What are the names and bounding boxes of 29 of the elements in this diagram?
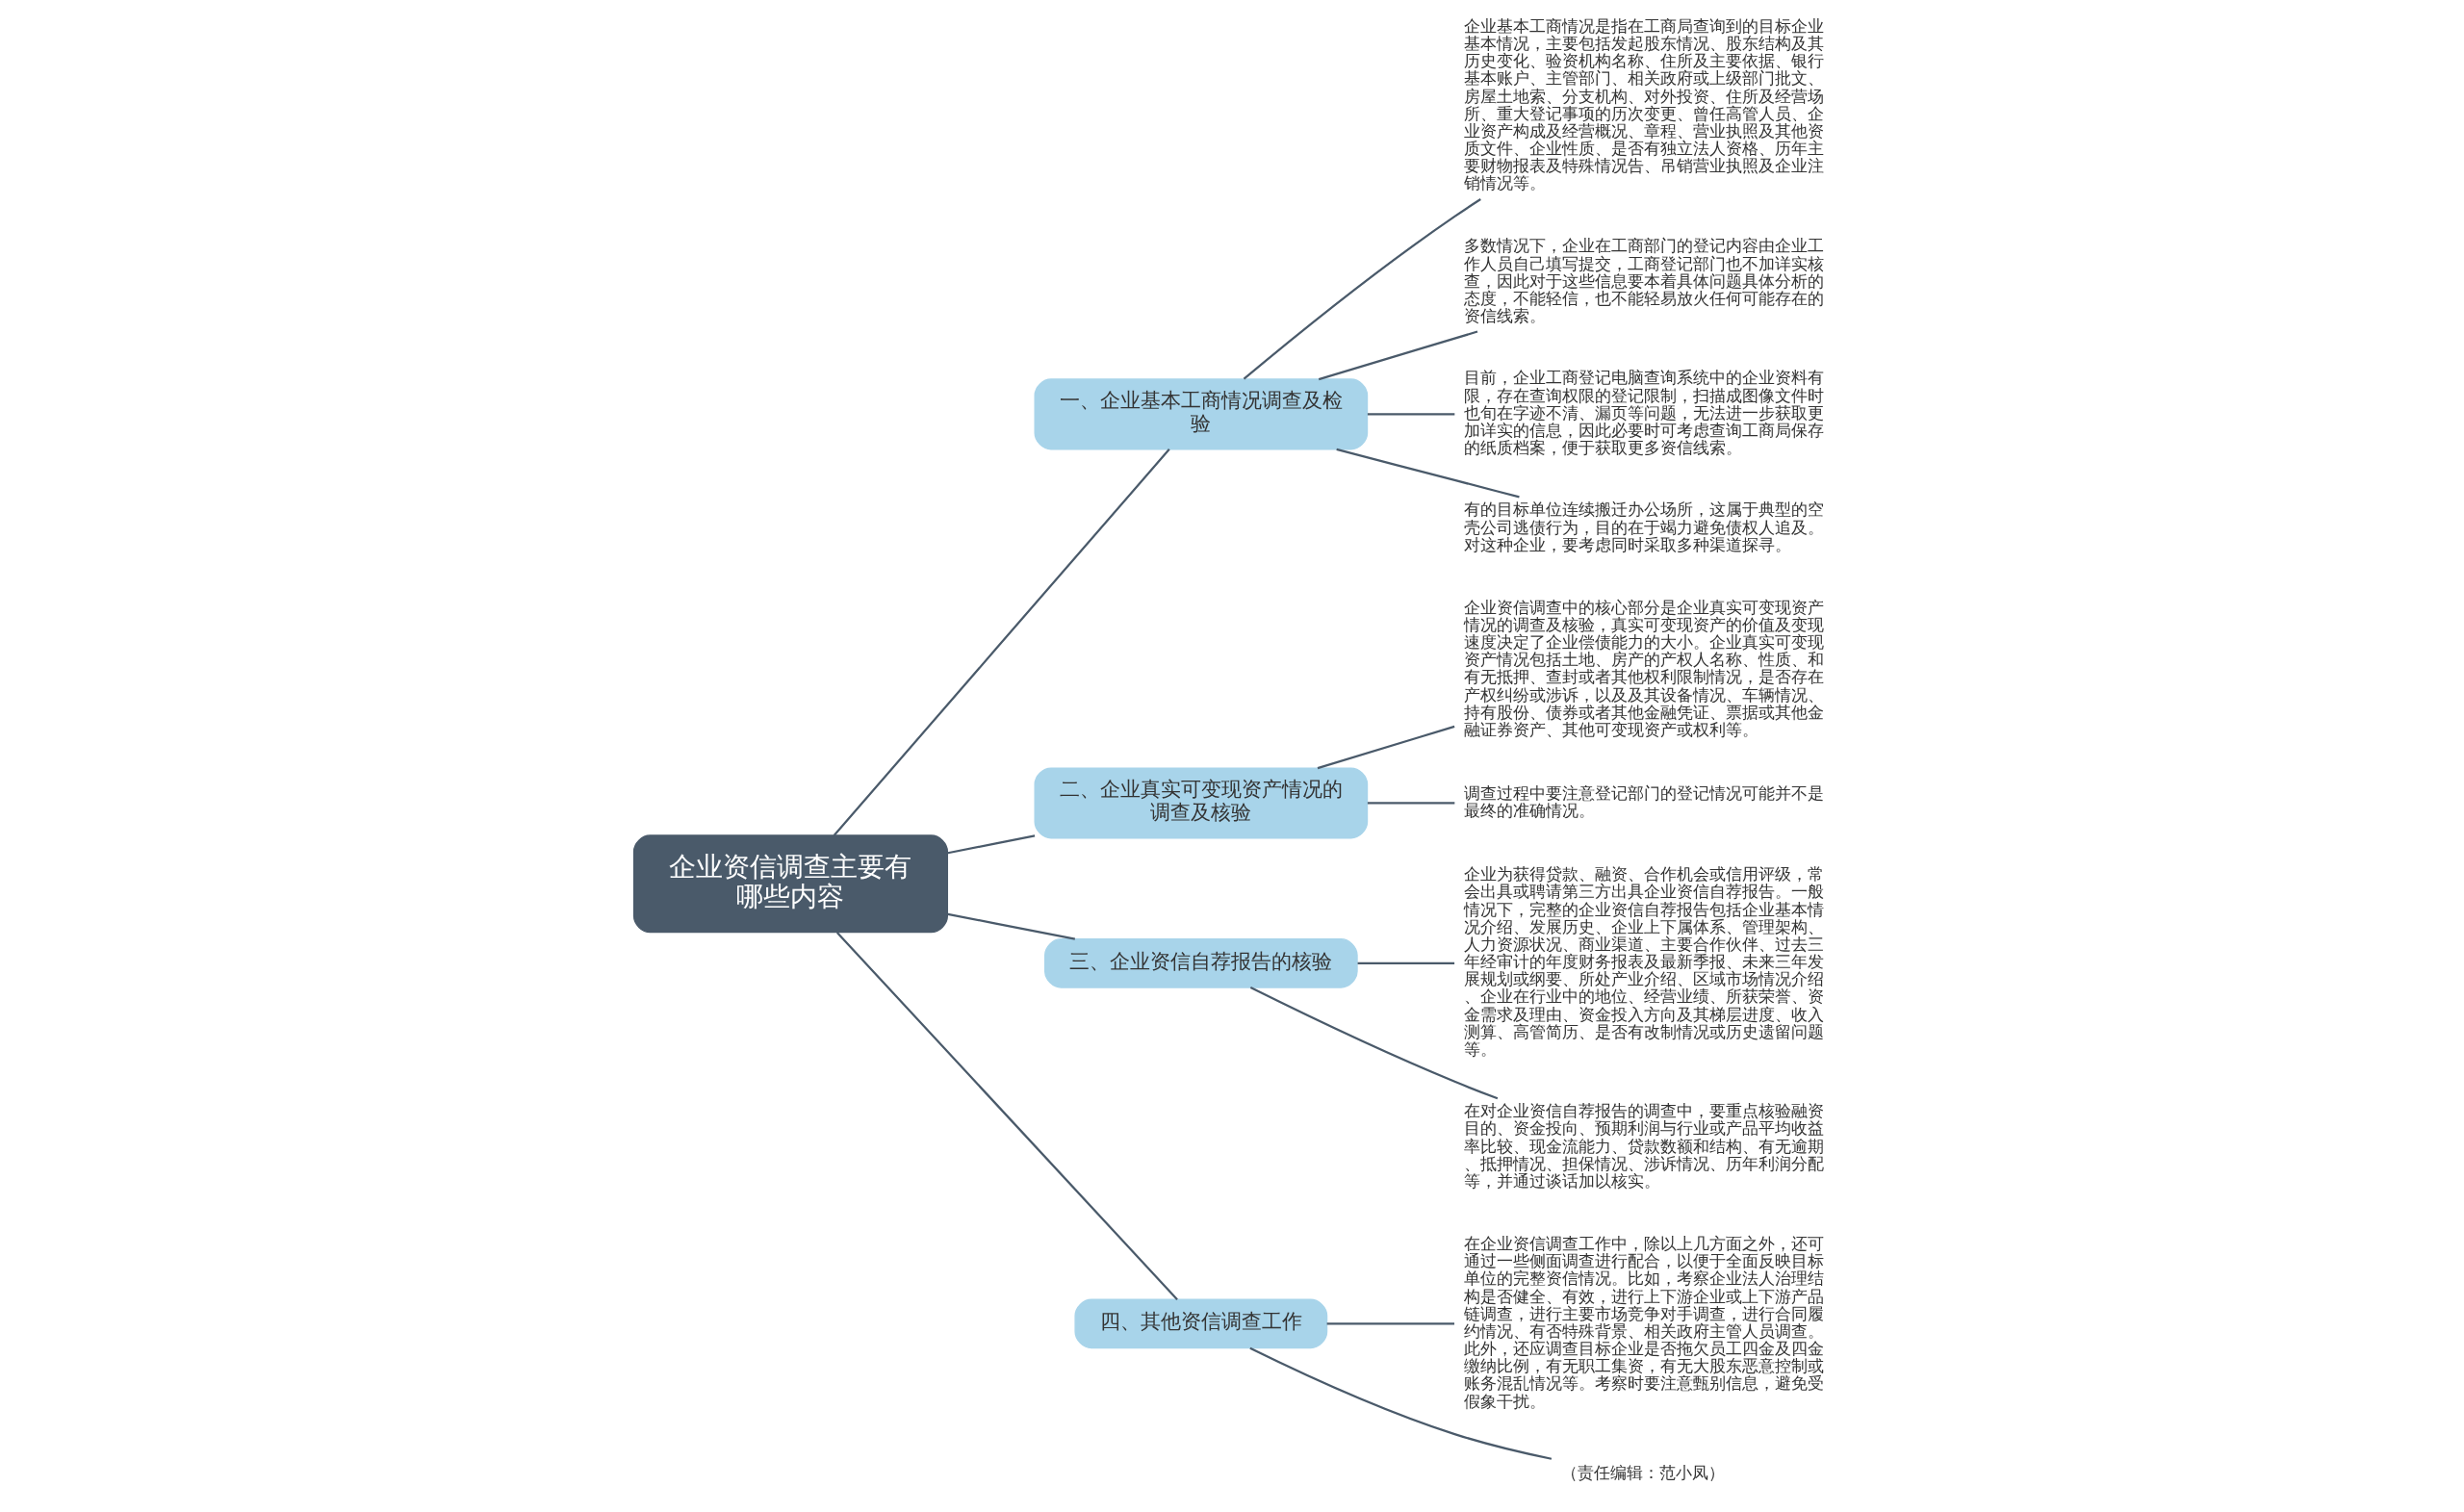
node-box: 企业资信调查主要有哪些内容 <box>632 834 949 934</box>
node-box: 一、企业基本工商情况调查及检验 <box>1034 378 1369 450</box>
node-text: 企业为获得贷款、融资、合作机会或信用评级，常会出具或聘请第三方出具企业资信自荐报告。一般情况下，完整的企业资信自荐报告包括企业基本情况介绍、发展历史、企业上下属体系、管理架构、人力资源状况、商业渠道、主要合作伙伴、过去三年经审计的年度财务报表及最新季报、未来三年发展规划或纲要、所处产业介绍、区域市场情况介绍、企业在行业中的地位、经营业绩、所获荣誉、资金需求及理由、资金投入方向及其梯层进度、收入测算、高管简历、是否有改制情况或历史遗留问题等。 <box>1464 864 1825 1059</box>
connector <box>947 834 1036 855</box>
connector <box>1367 802 1455 805</box>
node-box: 三、企业资信自荐报告的核验 <box>1044 937 1358 988</box>
node-text: 调查过程中要注意登记部门的登记情况可能并不是最终的准确情况。 <box>1464 782 1825 820</box>
node-text: （责任编辑：范小凤） <box>1560 1463 1725 1483</box>
connector <box>1317 725 1455 770</box>
node-text: 企业基本工商情况是指在工商局查询到的目标企业基本情况，主要包括发起股东情况、股东结构及其历史变化、验资机构名称、住所及主要依据、银行基本账户、主管部门、相关政府或上级部门批文、房屋土地索、分支机构、对外投资、住所及经营场所、重大登记事项的历次变更、曾任高管人员、企业资产构成及经营概况、章程、营业执照及其他资质文件、企业性质、是否有独立法人资格、历年主要财物报表及特殊情况告、吊销营业执照及企业注销情况等。 <box>1464 15 1825 193</box>
node-text: 目前，企业工商登记电脑查询系统中的企业资料有限，存在查询权限的登记限制，扫描成图像文件时也旬在字迹不清、漏页等问题，无法进一步获取更加详实的信息，因此必要时可考虑查询工商局保存的纸质档案，便于获取更多资信线索。 <box>1464 368 1825 458</box>
node-text: 在企业资信调查工作中，除以上几方面之外，还可通过一些侧面调查进行配合，以便于全面反映目标单位的完整资信情况。比如，考察企业法人治理结构是否健全、有效，进行上下游企业或上下游产品链调查，进行主要市场竞争对手调查，进行合同履约情况、有否特殊背景、相关政府主管人员调查。此外，还应调查目标企业是否拖欠员工四金及四金缴纳比例，有无职工集资，有无大股东恶意控制或账务混乱情况等。考察时要注意甄别信息，避免受假象干扰。 <box>1464 1234 1825 1411</box>
connector <box>833 448 1170 836</box>
connector <box>947 912 1076 940</box>
connector <box>835 932 1178 1301</box>
connector <box>1318 330 1478 381</box>
connector <box>1249 1346 1553 1460</box>
node-text: 企业资信调查中的核心部分是企业真实可变现资产情况的调查及核验，真实可变现资产的价值及变现速度决定了企业偿债能力的大小。企业真实可变现资产情况包括土地、房产的产权人名称、性质、和有无抵押、查封或者其他权利限制情况，是否存在产权纠纷或涉诉，以及及其设备情况、车辆情况、持有股份、债券或者其他金融凭证、票据或其他金融证券资产、其他可变现资产或权利等。 <box>1464 597 1825 739</box>
node-box: 四、其他资信调查工作 <box>1074 1298 1328 1349</box>
connector <box>1326 1322 1455 1325</box>
node-text: 有的目标单位连续搬迁办公场所，这属于典型的空壳公司逃债行为，目的在于竭力避免债权人追及。对这种企业，要考虑同时采取多种渠道探寻。 <box>1464 500 1825 554</box>
connector <box>1367 413 1455 416</box>
node-box: 二、企业真实可变现资产情况的调查及核验 <box>1034 767 1369 839</box>
node-text: 在对企业资信自荐报告的调查中，要重点核验融资目的、资金投向、预期利润与行业或产品平均收益率比较、现金流能力、贷款数额和结构、有无逾期、抵押情况、担保情况、涉诉情况、历年利润分配等，并通过谈话加以核实。 <box>1464 1101 1825 1191</box>
connector <box>1243 198 1481 380</box>
connector <box>1249 987 1499 1100</box>
node-text: 多数情况下，企业在工商部门的登记内容由企业工作人员自己填写提交，工商登记部门也不加详实核查，因此对于这些信息要本着具体问题具体分析的态度，不能轻信，也不能轻易放火任何可能存在的资信线索。 <box>1464 236 1825 326</box>
connector <box>1336 448 1520 499</box>
connector <box>1357 961 1455 964</box>
